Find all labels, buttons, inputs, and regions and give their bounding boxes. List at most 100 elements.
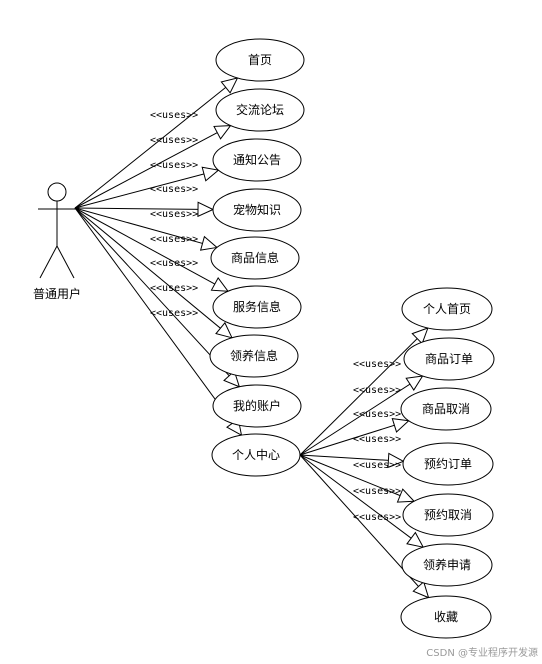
edge-actor-adoption_info-line [74,207,233,339]
edge-personal-center-adoption_apply-arrowhead [406,531,425,548]
use-case-booking_cancel-label: 预约取消 [424,507,472,522]
edge-personal-center-booking_cancel [299,454,416,503]
edge-personal-center-booking_order-line [299,454,404,462]
use-case-goods_info-ellipse [210,236,300,280]
uses-label-forum: <<uses>> [150,135,198,146]
edge-actor-forum [74,125,232,209]
use-case-personal_home-label: 个人首页 [423,302,471,316]
use-case-home: 首页 [215,38,305,82]
uses-label-adoption_info: <<uses>> [150,258,198,269]
actor-left-leg [39,245,58,279]
uses-label-my_account: <<uses>> [150,283,198,294]
uses-label-personal_center: <<uses>> [150,308,198,319]
edge-personal-center-adoption_apply-line [299,454,424,548]
use-case-pet_knowledge-ellipse [212,188,302,232]
edge-personal-center-personal_home-arrowhead [411,327,429,345]
actor-head [47,182,67,202]
use-case-adoption_info-label: 领养信息 [230,348,278,363]
use-case-pet_knowledge: 宠物知识 [212,188,302,232]
edges: <<uses>> <<uses>> <<uses>> <<uses>> <<uses>>… [74,77,430,599]
edge-actor-forum-arrowhead [213,125,232,140]
use-case-booking_order-ellipse [402,442,494,486]
edge-actor-goods_info [74,207,219,251]
edge-actor-personal_center-line [74,207,242,436]
uses-label-favorites: <<uses>> [353,512,401,523]
use-case-my_account: 我的账户 [212,384,302,428]
use-case-adoption_info: 领养信息 [209,334,299,378]
uses-label-goods_order: <<uses>> [353,385,401,396]
edge-actor-pet_knowledge-arrowhead [197,201,215,218]
use-case-favorites-label: 收藏 [434,610,458,624]
use-case-notice: 通知公告 [212,138,302,182]
actor-label: 普通用户 [33,286,81,301]
use-case-personal_center-label: 个人中心 [232,447,280,462]
use-case-service_info-ellipse [212,285,302,329]
actor-right-leg [56,245,75,279]
uses-label-service_info: <<uses>> [150,234,198,245]
use-case-forum: 交流论坛 [215,88,305,132]
edge-personal-center-personal_home-line [299,327,429,456]
use-case-pet_knowledge-label: 宠物知识 [233,202,281,217]
use-case-goods_info-label: 商品信息 [231,250,279,265]
edge-actor-forum-line [74,125,231,209]
edge-personal-center-goods_order-arrowhead [405,375,424,391]
edge-actor-home [74,77,239,209]
edge-personal-center-goods_cancel [299,417,410,456]
edge-actor-goods_info-arrowhead [199,235,219,251]
watermark: CSDN @专业程序开发源 [426,646,538,659]
use-case-forum-label: 交流论坛 [236,102,284,117]
edge-actor-pet_knowledge-line [74,207,214,211]
use-case-home-label: 首页 [248,53,272,67]
use-case-adoption_apply-ellipse [401,543,493,587]
edge-personal-center-adoption_apply [299,454,425,548]
edge-personal-center-booking_order-arrowhead [387,452,405,469]
uses-label-pet_knowledge: <<uses>> [150,184,198,195]
uses-label-personal_home: <<uses>> [353,359,401,370]
use-case-adoption_apply-label: 领养申请 [423,557,471,572]
edge-actor-notice-arrowhead [201,166,220,182]
use-case-personal_center-ellipse [211,433,301,477]
uses-label-goods_info: <<uses>> [150,209,198,220]
use-case-personal_home: 个人首页 [401,287,493,331]
use-case-goods_cancel-label: 商品取消 [422,401,470,416]
edge-personal-center-booking_cancel-arrowhead [396,488,416,503]
use-case-goods_order-ellipse [403,337,495,381]
actor-figure [38,182,76,279]
edge-actor-home-arrowhead [220,77,239,94]
uses-label-notice: <<uses>> [150,160,198,171]
edge-personal-center-goods_cancel-line [299,420,409,456]
edge-actor-notice [74,166,220,209]
uses-label-goods_cancel: <<uses>> [353,409,401,420]
use-case-service_info-label: 服务信息 [233,299,281,314]
edge-actor-pet_knowledge [74,201,215,218]
edge-personal-center-favorites-arrowhead [412,580,430,599]
edge-personal-center-booking_cancel-line [299,454,415,502]
use-case-booking_cancel-ellipse [402,493,494,537]
use-case-personal_home-ellipse [401,287,493,331]
use-case-goods_cancel-ellipse [400,387,492,431]
use-case-service_info: 服务信息 [212,285,302,329]
uses-label-home: <<uses>> [150,110,198,121]
use-case-goods_order: 商品订单 [403,337,495,381]
use-case-my_account-ellipse [212,384,302,428]
edge-actor-adoption_info-arrowhead [215,321,233,339]
edge-personal-center-goods_order [299,375,424,456]
edge-personal-center-personal_home [299,327,429,456]
use-case-notice-ellipse [212,138,302,182]
use-case-personal_center: 个人中心 [211,433,301,477]
use-case-adoption_apply: 领养申请 [401,543,493,587]
edge-personal-center-goods_cancel-arrowhead [391,417,410,433]
uses-label-booking_order: <<uses>> [353,434,401,445]
edge-personal-center-goods_order-line [299,375,423,456]
use-case-favorites: 收藏 [400,595,492,639]
uses-label-booking_cancel: <<uses>> [353,460,401,471]
edge-actor-goods_info-line [74,207,218,248]
uses-label-adoption_apply: <<uses>> [353,486,401,497]
use-case-goods_cancel: 商品取消 [400,387,492,431]
edge-actor-adoption_info [74,207,233,339]
edge-actor-home-line [74,77,238,209]
use-case-goods_info: 商品信息 [210,236,300,280]
